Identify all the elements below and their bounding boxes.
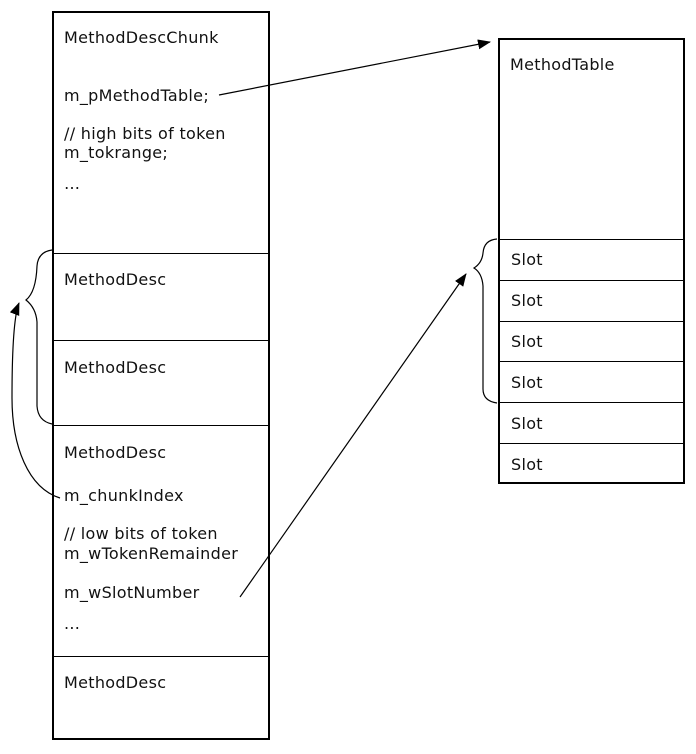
slot-label: Slot: [511, 413, 543, 433]
brace-methoddesc-span: [25, 249, 53, 425]
slot-row: Slot: [500, 279, 683, 321]
slot-label: Slot: [511, 250, 543, 270]
method-desc-label-2: MethodDesc: [64, 358, 167, 377]
slot-row: Slot: [500, 361, 683, 402]
slot-label: Slot: [511, 454, 543, 474]
field-m-tokrange: m_tokrange;: [64, 143, 169, 162]
slot-row: Slot: [500, 443, 683, 484]
section-divider: [54, 340, 268, 341]
chunk-ellipsis: …: [64, 174, 81, 193]
method-desc-chunk-box: [52, 11, 270, 740]
slot-list: Slot Slot Slot Slot Slot Slot: [500, 239, 683, 484]
field-m-pmethodtable: m_pMethodTable;: [64, 86, 210, 105]
method-desc-label-4: MethodDesc: [64, 673, 167, 692]
chunk-box-title: MethodDescChunk: [64, 28, 219, 47]
method-desc-label-1: MethodDesc: [64, 270, 167, 289]
slot-label: Slot: [511, 332, 543, 352]
section-divider: [54, 253, 268, 254]
slot-label: Slot: [511, 291, 543, 311]
section-divider: [54, 425, 268, 426]
method-desc-label-3: MethodDesc: [64, 443, 167, 462]
slot-label: Slot: [511, 372, 543, 392]
method-desc-ellipsis: ...: [64, 614, 81, 633]
slot-row: Slot: [500, 239, 683, 280]
field-m-wslotnumber: m_wSlotNumber: [64, 583, 200, 602]
comment-low-bits-of-token: // low bits of token: [64, 524, 218, 543]
brace-slot-span: [472, 238, 498, 404]
method-table-box: Slot Slot Slot Slot Slot Slot: [498, 38, 685, 484]
comment-high-bits-of-token: // high bits of token: [64, 124, 226, 143]
slot-row: Slot: [500, 320, 683, 362]
slot-row: Slot: [500, 402, 683, 443]
field-m-wtokenremainder: m_wTokenRemainder: [64, 544, 239, 563]
field-m-chunkindex: m_chunkIndex: [64, 486, 184, 505]
method-table-title: MethodTable: [510, 55, 615, 74]
arrow-slotnumber-to-slots: [239, 273, 467, 598]
section-divider: [54, 656, 268, 657]
